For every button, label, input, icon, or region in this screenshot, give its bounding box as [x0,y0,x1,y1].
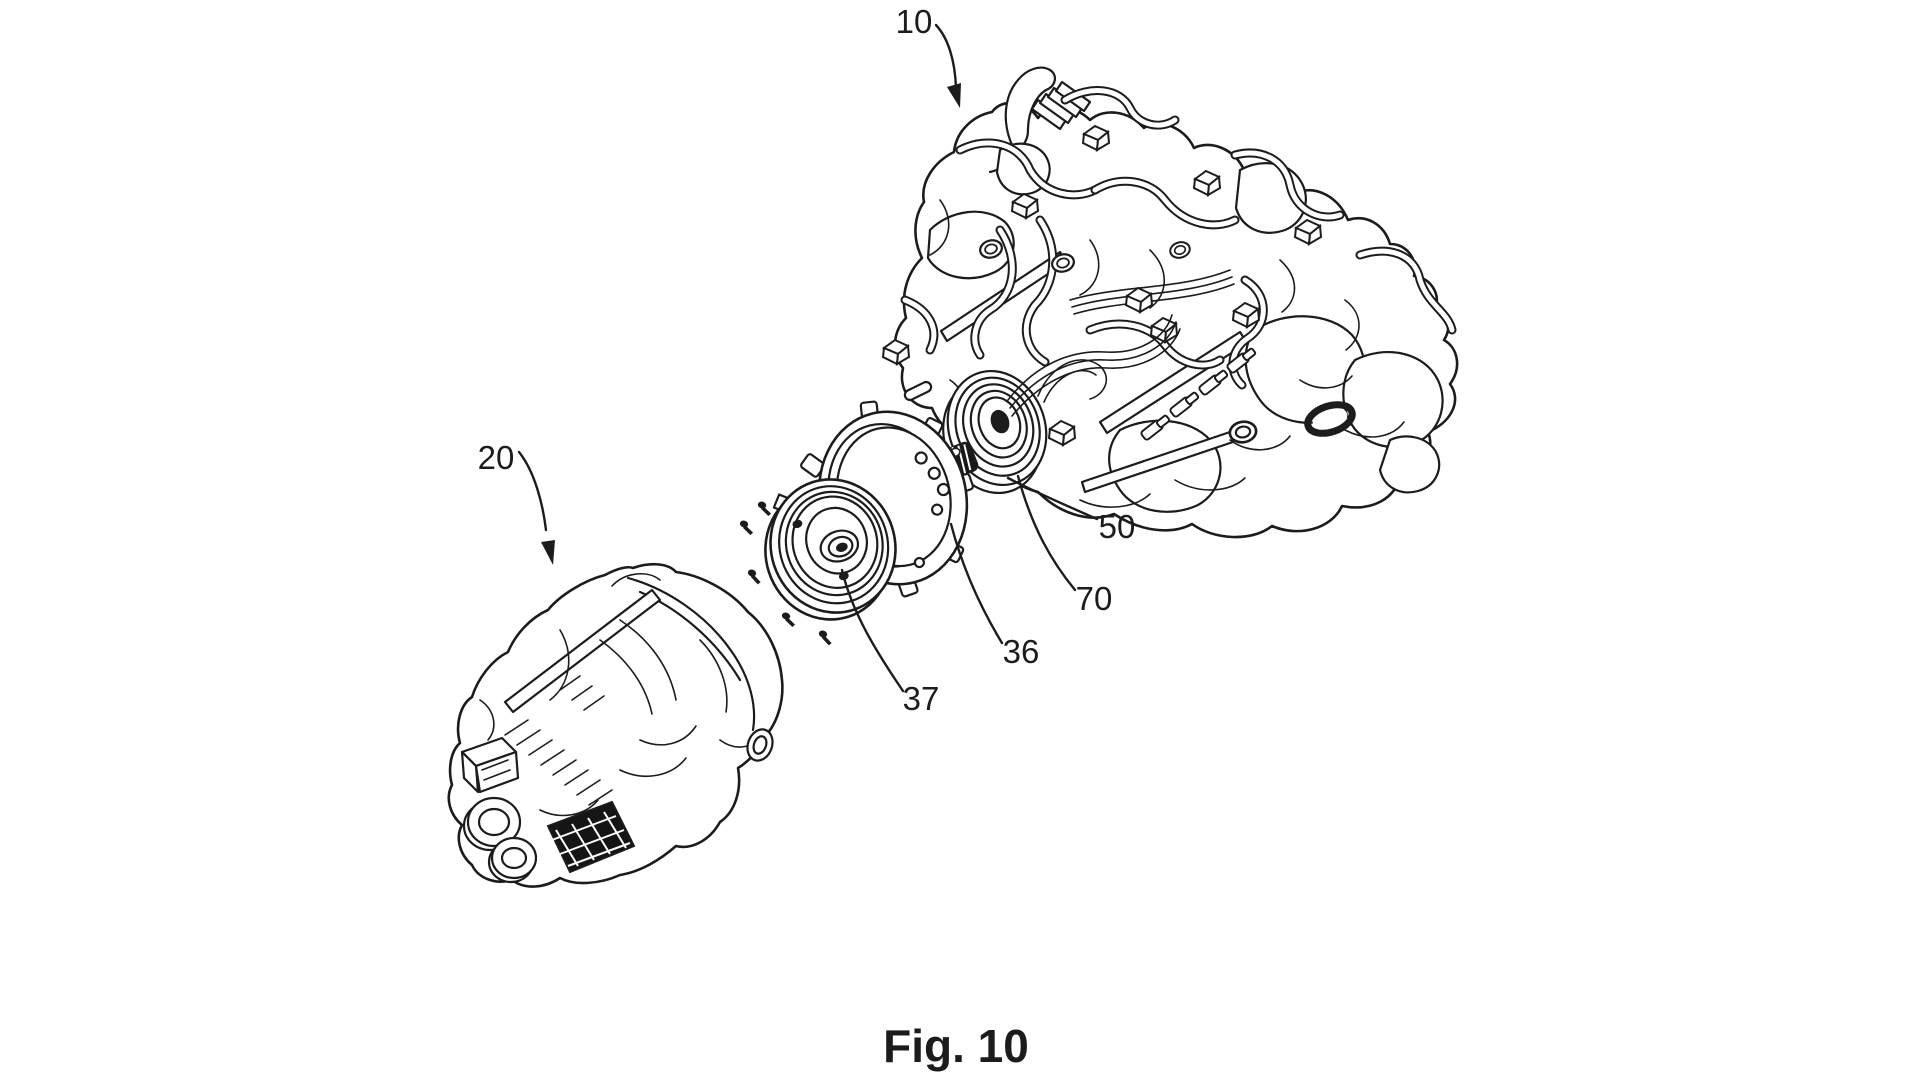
ref-number-10: 10 [896,3,933,40]
ref-number-70: 70 [1076,580,1113,617]
dowel-pin-drawing [903,380,933,402]
ref-label-flywheel: 37 [840,568,940,717]
ref-label-engine: 10 [896,3,961,108]
ref-number-20: 20 [478,439,515,476]
transmission-drawing [447,562,784,888]
ref-label-clutch: 70 [1016,474,1113,617]
engine-top-bracket [1004,66,1056,148]
flywheel-drawing [764,478,897,621]
figure-caption: Fig. 10 [883,1020,1029,1072]
damper-harness-wires [1007,314,1181,417]
ref-number-50: 50 [1099,508,1136,545]
ref-number-37: 37 [903,680,940,717]
ref-label-transmission: 20 [478,439,555,565]
ref-label-damper: 50 [1006,476,1136,545]
ref-label-adapter-plate: 36 [949,522,1040,670]
arrowhead-20 [541,540,555,565]
arrowhead-10 [947,83,961,108]
ref-number-36: 36 [1003,633,1040,670]
